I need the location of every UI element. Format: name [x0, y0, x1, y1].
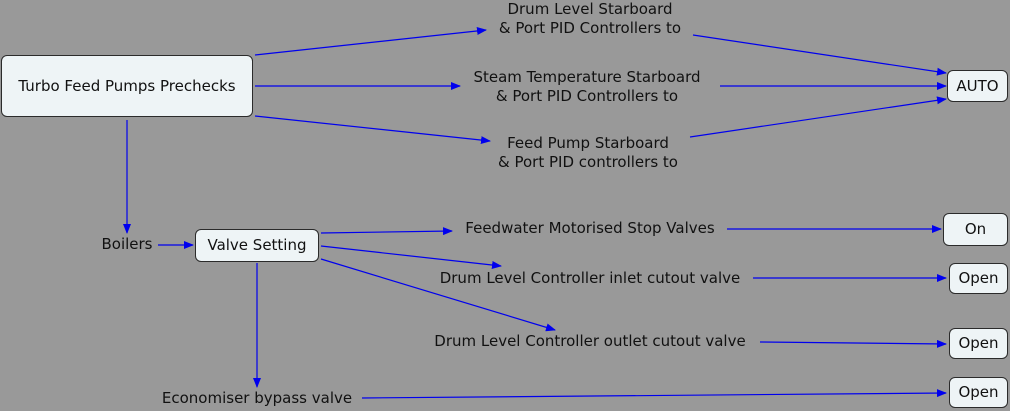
open-bypass-text: Open — [958, 383, 999, 401]
drum-level-outlet-valve-label: Drum Level Controller outlet cutout valv… — [434, 332, 746, 350]
steam-temperature-pid-label: Steam Temperature Starboard & Port PID C… — [473, 68, 701, 105]
arrow-outlet-to-open — [759, 339, 947, 348]
valve-setting-box: Valve Setting — [195, 229, 319, 262]
open-outlet-text: Open — [958, 334, 999, 352]
on-text: On — [964, 220, 987, 238]
open-inlet-box: Open — [949, 263, 1008, 294]
open-outlet-box: Open — [949, 328, 1008, 359]
drum-level-pid-label: Drum Level Starboard & Port PID Controll… — [498, 0, 682, 37]
turbo-feed-pumps-prechecks-box: Turbo Feed Pumps Prechecks — [1, 55, 253, 117]
auto-text: AUTO — [956, 76, 999, 95]
arrow-prechecks-to-feed-pump — [254, 115, 491, 145]
arrow-valve-setting-to-outlet — [320, 258, 556, 332]
boilers-label: Boilers — [101, 235, 153, 253]
arrow-bypass-to-open — [361, 389, 947, 399]
arrow-drum-level-to-auto — [692, 34, 947, 76]
valve-setting-text: Valve Setting — [207, 236, 307, 254]
arrow-valve-setting-to-feedwater — [320, 227, 453, 236]
auto-box: AUTO — [947, 70, 1008, 102]
feedwater-stop-valves-label: Feedwater Motorised Stop Valves — [465, 219, 715, 237]
drum-level-inlet-valve-label: Drum Level Controller inlet cutout valve — [439, 269, 741, 287]
on-box: On — [943, 213, 1008, 246]
economiser-bypass-valve-label: Economiser bypass valve — [161, 389, 353, 407]
feed-pump-pid-label: Feed Pump Starboard & Port PID controlle… — [498, 134, 678, 171]
open-bypass-box: Open — [949, 377, 1008, 408]
turbo-feed-pumps-prechecks-text: Turbo Feed Pumps Prechecks — [18, 76, 236, 95]
arrow-prechecks-to-drum-level — [254, 26, 487, 56]
open-inlet-text: Open — [958, 269, 999, 287]
arrow-feed-pump-to-auto — [689, 96, 947, 138]
arrow-valve-setting-to-inlet — [320, 245, 502, 269]
